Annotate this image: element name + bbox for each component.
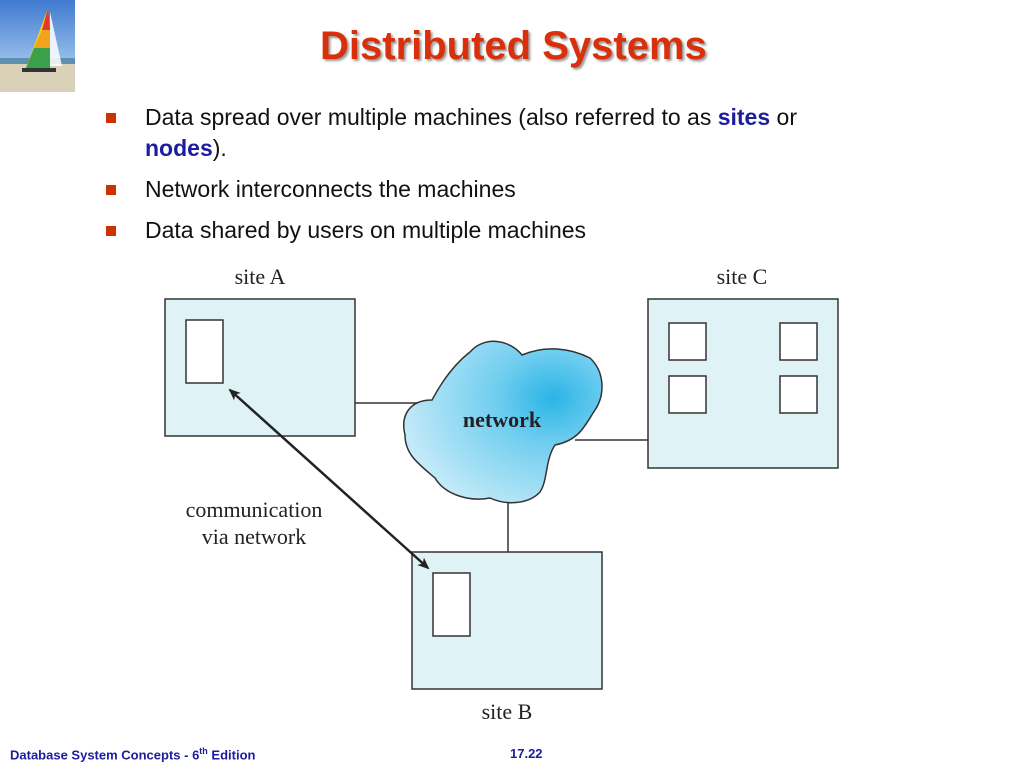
slide-title: Distributed Systems	[320, 24, 707, 68]
site-c-machine	[779, 375, 818, 414]
bullet-square-icon	[106, 113, 116, 123]
bullet-text: ).	[212, 135, 227, 161]
footer-book-title: Database System Concepts - 6th Edition	[10, 746, 256, 763]
communication-label-line1: communication	[186, 497, 323, 522]
site-b-machine	[432, 572, 471, 637]
sailboat-logo	[0, 0, 75, 92]
communication-arrow	[228, 388, 430, 570]
bullet-item: Data spread over multiple machines (also…	[104, 102, 904, 164]
site-a-label: site A	[235, 264, 286, 289]
bullet-text: Data shared by users on multiple machine…	[145, 217, 587, 243]
bullet-text: Data spread over multiple machines (also…	[145, 104, 718, 130]
keyword-sites: sites	[717, 104, 771, 130]
site-c-machine	[668, 322, 707, 361]
bullet-square-icon	[106, 185, 116, 195]
keyword-nodes: nodes	[145, 135, 213, 161]
communication-label-line2: via network	[202, 524, 306, 549]
bullet-text: or	[770, 104, 797, 130]
site-c-machine	[779, 322, 818, 361]
bullet-text: Network interconnects the machines	[145, 176, 516, 202]
site-b-label: site B	[482, 699, 533, 724]
bullet-item: Data shared by users on multiple machine…	[104, 215, 904, 246]
site-c-machine	[668, 375, 707, 414]
bullet-square-icon	[106, 226, 116, 236]
network-label: network	[463, 407, 542, 432]
site-a-machine	[185, 319, 224, 384]
bullet-item: Network interconnects the machines	[104, 174, 904, 205]
footer-page-number: 17.22	[510, 746, 543, 761]
site-c-label: site C	[717, 264, 768, 289]
bullet-list: Data spread over multiple machines (also…	[104, 102, 904, 256]
